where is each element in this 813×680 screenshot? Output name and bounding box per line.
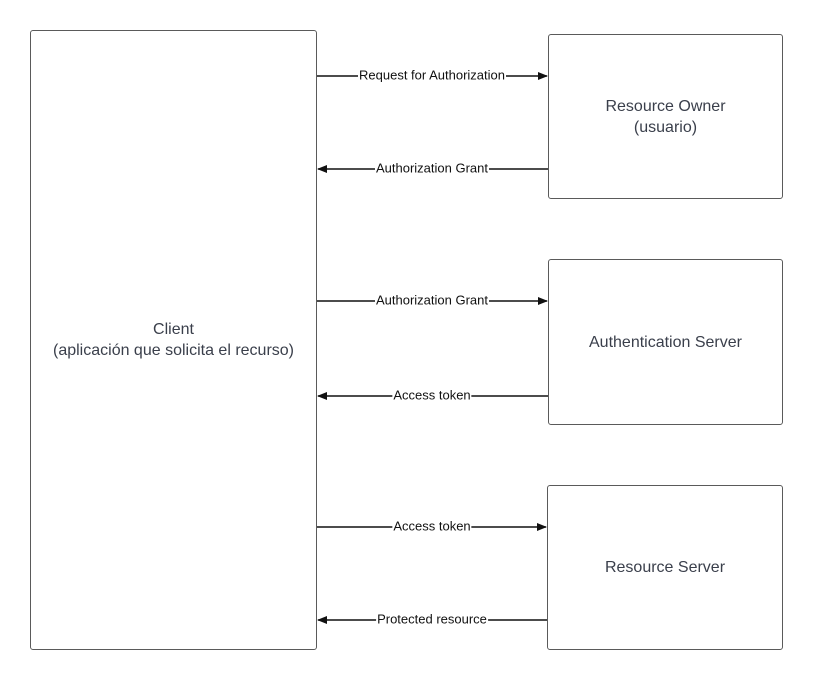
arrow-label-authorization-grant-1: Authorization Grant: [374, 160, 490, 176]
arrow-label-access-token-1: Access token: [392, 387, 472, 403]
arrow-label-request-authorization: Request for Authorization: [358, 67, 506, 83]
resource-owner-title: Resource Owner: [605, 97, 726, 115]
arrow-label-protected-resource: Protected resource: [376, 611, 488, 627]
authentication-server-box: Authentication Server: [548, 259, 783, 425]
client-subtitle: (aplicación que solicita el recurso): [53, 342, 294, 359]
arrow-label-access-token-2: Access token: [392, 518, 472, 534]
resource-owner-box: Resource Owner (usuario): [548, 34, 783, 199]
arrow-label-authorization-grant-2: Authorization Grant: [374, 292, 490, 308]
client-title: Client: [153, 321, 194, 338]
resource-server-title: Resource Server: [604, 559, 726, 576]
client-box: Client (aplicación que solicita el recur…: [30, 30, 317, 650]
authentication-server-title: Authentication Server: [589, 333, 742, 351]
resource-server-box: Resource Server: [547, 485, 783, 650]
resource-owner-subtitle: (usuario): [633, 118, 698, 136]
